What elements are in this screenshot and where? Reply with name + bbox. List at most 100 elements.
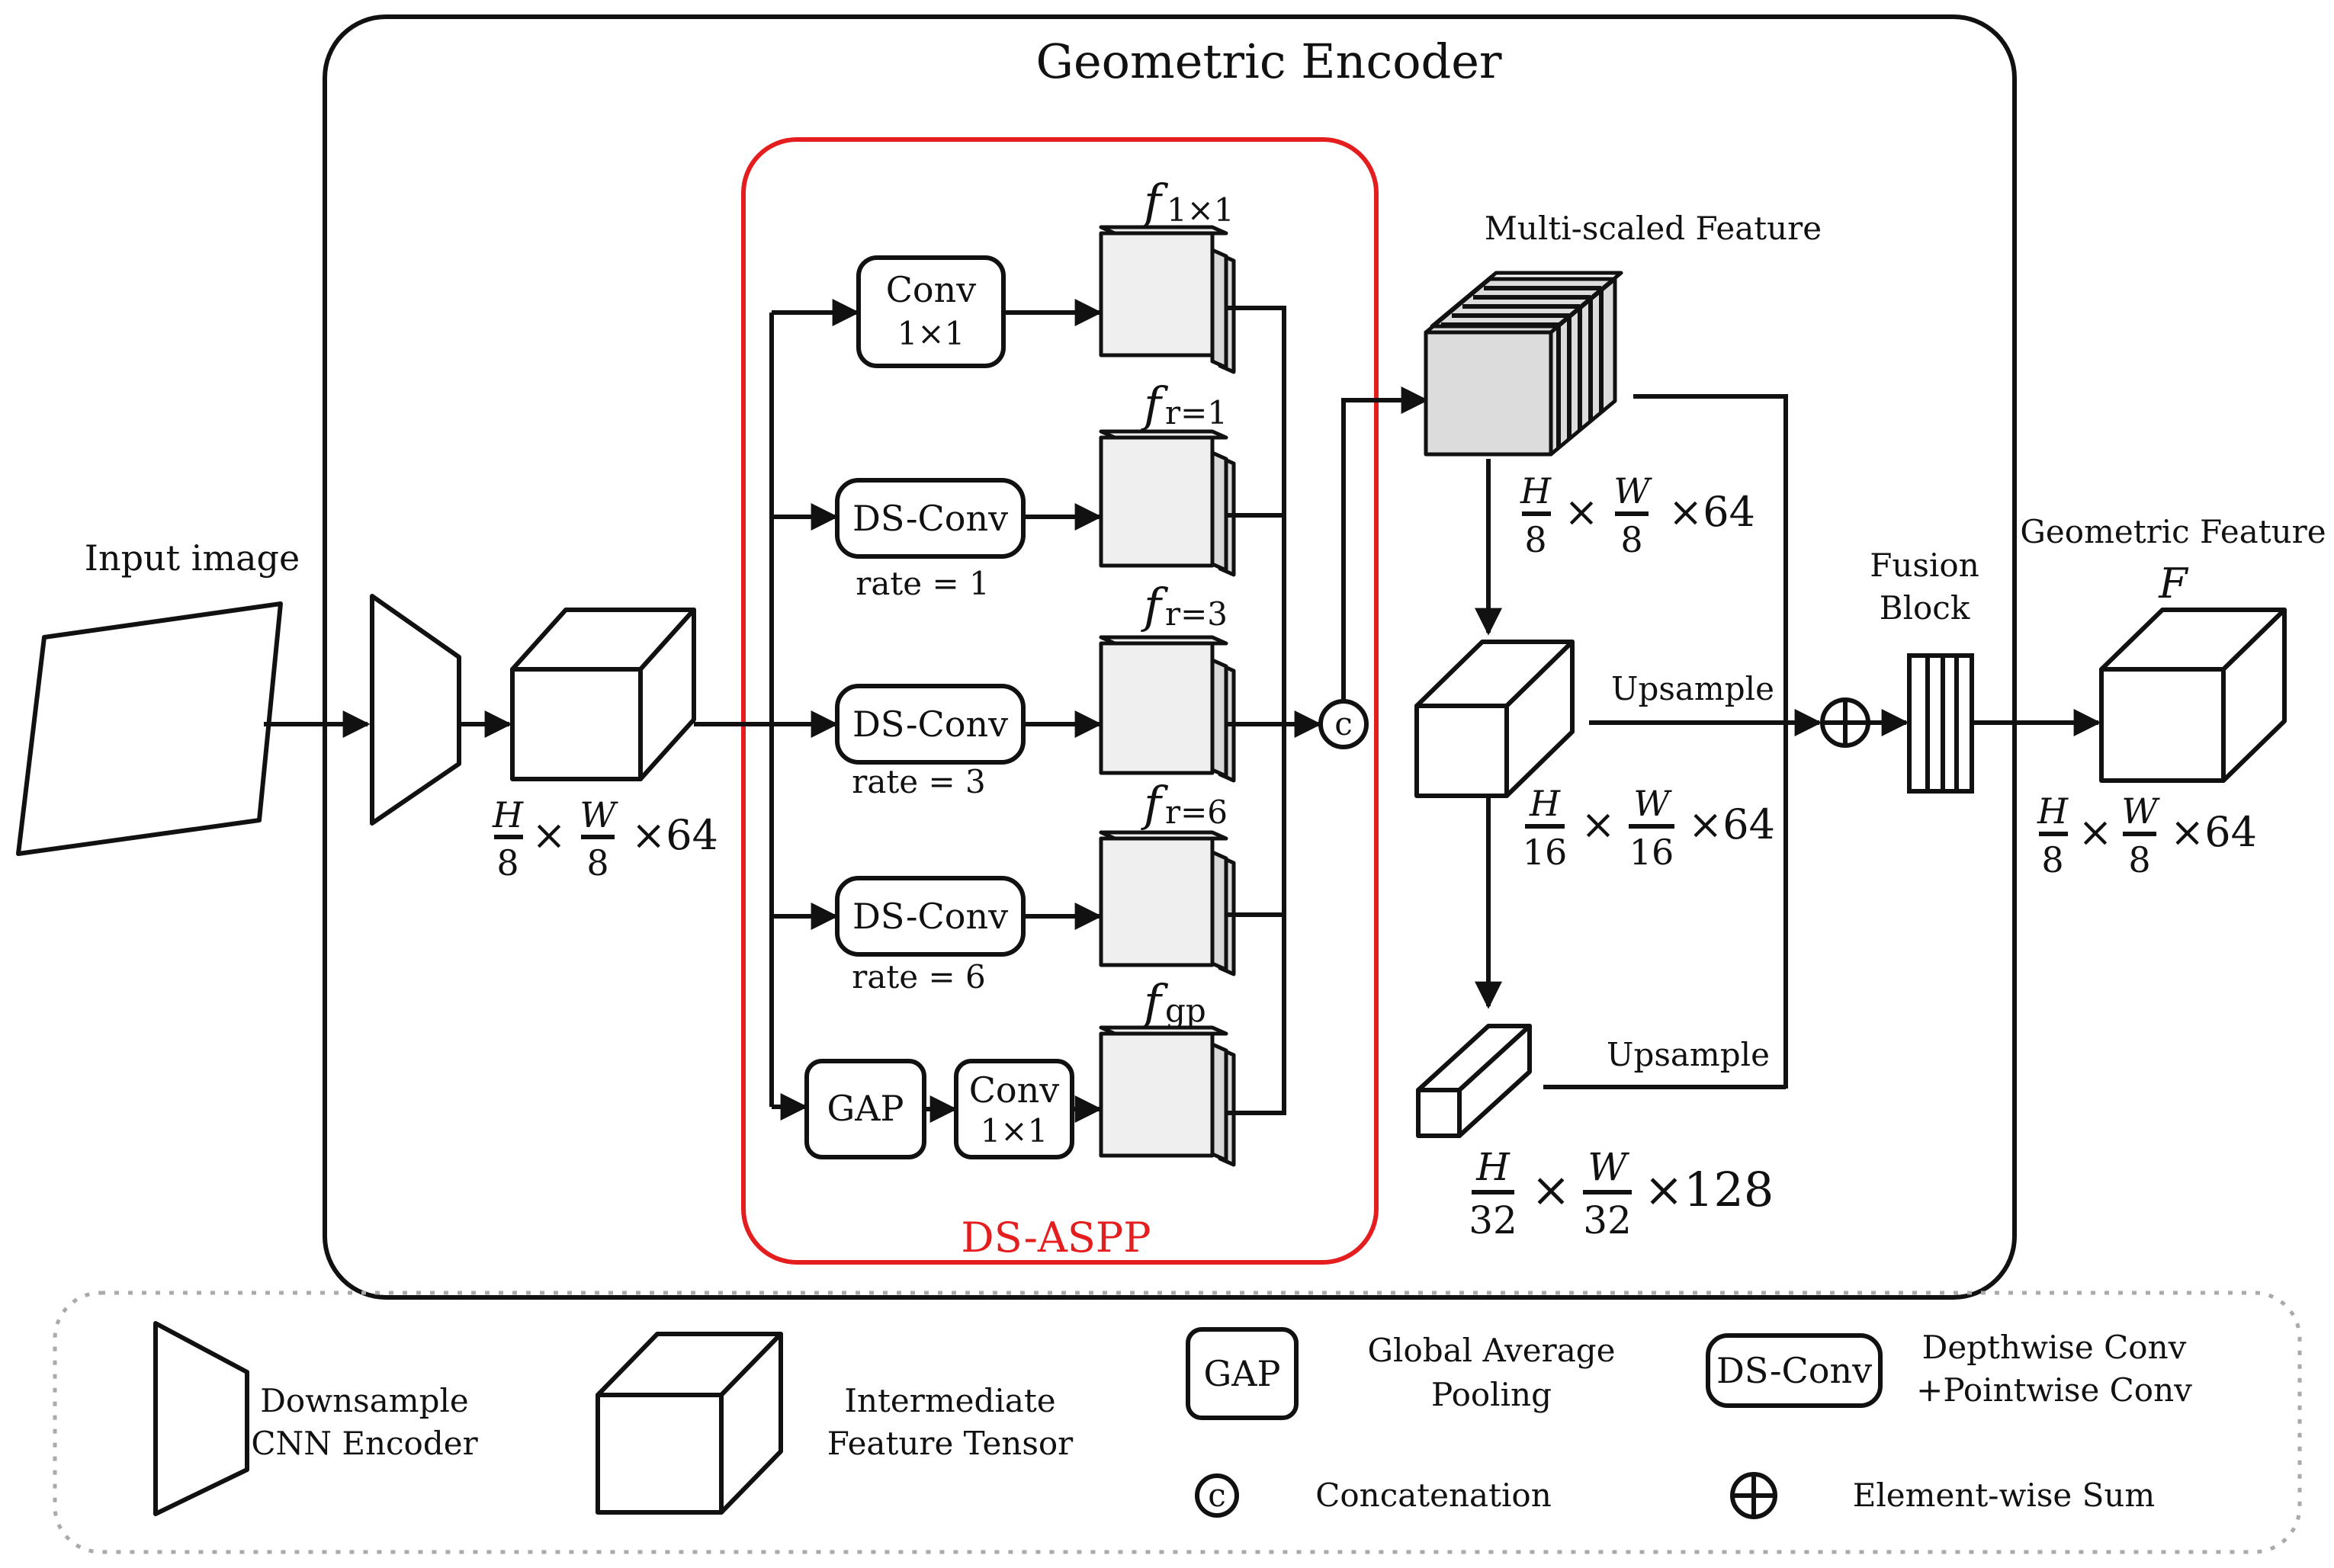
svg-text:×: ×: [1531, 1162, 1571, 1217]
legend-dsconv-line1: Depthwise Conv: [1922, 1329, 2187, 1366]
svg-text:×64: ×64: [1688, 800, 1775, 848]
feature-map-fr6: [1099, 830, 1236, 976]
output-label: Geometric Feature: [2020, 513, 2326, 550]
legend-sum-icon: [1730, 1472, 1777, 1519]
collect-line-f1x1: [1226, 306, 1286, 1115]
svg-text:8: 8: [1524, 519, 1546, 560]
legend-tensor-icon: [596, 1332, 783, 1515]
svg-text:r=6: r=6: [1165, 794, 1228, 831]
label-fr3: f r=3: [1141, 578, 1228, 633]
branch2-rate: rate = 1: [856, 565, 989, 602]
svg-text:W: W: [1588, 1145, 1629, 1189]
label-fgp: f gp: [1141, 974, 1206, 1030]
feature-map-fr1: [1099, 429, 1236, 577]
ds-aspp-title: DS-ASPP: [961, 1214, 1151, 1262]
label-fr1: f r=1: [1141, 377, 1228, 432]
svg-text:8: 8: [586, 842, 608, 883]
multi-scaled-label: Multi-scaled Feature: [1485, 210, 1822, 247]
legend-sum-label: Element-wise Sum: [1853, 1477, 2156, 1514]
svg-text:16: 16: [1629, 832, 1674, 873]
label-fr6: f r=6: [1141, 776, 1228, 832]
svg-text:8: 8: [496, 842, 518, 883]
feature-map-fr3: [1099, 635, 1236, 783]
downsample-encoder-shape: [370, 594, 461, 826]
branch4-rate: rate = 6: [852, 958, 985, 996]
fusion-block-shape: [1907, 653, 1974, 794]
legend-downsample-line2: CNN Encoder: [251, 1425, 478, 1462]
input-image-label: Input image: [85, 537, 300, 579]
branch5-gap-label: GAP: [827, 1088, 904, 1129]
branch5-conv-size: 1×1: [981, 1112, 1048, 1150]
label-f1x1: f 1×1: [1141, 174, 1234, 229]
svg-text:H: H: [1529, 783, 1561, 824]
legend-concat-symbol: c: [1208, 1477, 1226, 1514]
svg-text:gp: gp: [1165, 992, 1206, 1029]
concat-symbol: c: [1334, 705, 1353, 742]
svg-text:H: H: [1475, 1145, 1511, 1189]
svg-text:8: 8: [2041, 839, 2063, 880]
branch1-conv-size: 1×1: [897, 315, 965, 352]
svg-text:W: W: [1613, 470, 1652, 511]
legend-gap-line2: Pooling: [1431, 1376, 1552, 1413]
ds-aspp-frame: [741, 137, 1379, 1265]
legend-concat-label: Concatenation: [1315, 1477, 1552, 1514]
feature-map-f1x1: [1099, 225, 1236, 374]
scale16-upsample-label: Upsample: [1611, 670, 1774, 707]
geometric-encoder-title: Geometric Encoder: [1035, 34, 1501, 89]
svg-text:32: 32: [1469, 1198, 1517, 1243]
svg-text:8: 8: [1620, 519, 1642, 560]
output-dim: H 8 × W 8 ×64: [2037, 790, 2257, 880]
legend-gap-box-label: GAP: [1204, 1353, 1281, 1394]
legend-dsconv-box-label: DS-Conv: [1716, 1350, 1872, 1391]
element-wise-sum-node: [1820, 697, 1870, 748]
branch3-dsconv-label: DS-Conv: [852, 704, 1008, 745]
legend-downsample-line1: Downsample: [260, 1382, 469, 1419]
scale32-upsample-label: Upsample: [1607, 1036, 1770, 1073]
multi-scaled-dim: H 8 × W 8 ×64: [1520, 470, 1755, 560]
legend-concat-icon: [1195, 1473, 1239, 1518]
arrow-concat-to-multiscaled: [1341, 386, 1429, 701]
svg-text:×: ×: [1564, 488, 1598, 536]
multi-scaled-feature-block: [1424, 271, 1623, 457]
scale16-dim: H 16 × W 16 ×64: [1523, 783, 1775, 873]
legend-gap-line1: Global Average: [1367, 1332, 1615, 1369]
svg-text:1×1: 1×1: [1167, 191, 1234, 229]
svg-text:W: W: [579, 794, 618, 835]
svg-text:H: H: [1520, 470, 1552, 511]
fusion-label-line2: Block: [1880, 589, 1970, 627]
svg-text:16: 16: [1523, 832, 1568, 873]
branch2-dsconv-label: DS-Conv: [852, 498, 1008, 539]
svg-text:×64: ×64: [1668, 488, 1755, 536]
feature-map-fgp: [1099, 1025, 1236, 1167]
legend-tensor-line2: Feature Tensor: [827, 1425, 1074, 1462]
svg-text:f: f: [1141, 174, 1169, 229]
branch3-rate: rate = 3: [852, 763, 985, 800]
output-cube: [2099, 608, 2287, 783]
scale32-cube: [1416, 1024, 1532, 1138]
svg-text:r=3: r=3: [1165, 595, 1228, 633]
output-symbol: F: [2158, 560, 2189, 608]
scale16-cube: [1414, 640, 1575, 798]
branch1-conv-label: Conv: [886, 269, 977, 310]
svg-text:×64: ×64: [2170, 808, 2257, 856]
legend-downsample-icon: [153, 1321, 249, 1516]
svg-text:W: W: [2121, 790, 2160, 832]
fusion-label-line1: Fusion: [1870, 547, 1979, 584]
svg-text:r=1: r=1: [1165, 394, 1228, 431]
svg-text:H: H: [492, 794, 524, 835]
legend-dsconv-line2: +Pointwise Conv: [1916, 1371, 2192, 1409]
input-image-shape: [16, 601, 283, 856]
legend-tensor-line1: Intermediate: [844, 1382, 1055, 1419]
svg-text:×128: ×128: [1644, 1162, 1774, 1217]
svg-text:×: ×: [531, 811, 566, 859]
svg-text:×: ×: [2078, 808, 2112, 856]
branch4-dsconv-label: DS-Conv: [852, 896, 1008, 937]
svg-text:×64: ×64: [631, 811, 718, 859]
svg-text:W: W: [1633, 783, 1672, 824]
branch5-conv-label: Conv: [969, 1069, 1060, 1111]
legend-frame: [53, 1291, 2302, 1554]
scale32-dim: H 32 × W 32 ×128: [1469, 1145, 1774, 1243]
svg-text:×: ×: [1581, 800, 1615, 848]
svg-text:H: H: [2037, 790, 2069, 832]
